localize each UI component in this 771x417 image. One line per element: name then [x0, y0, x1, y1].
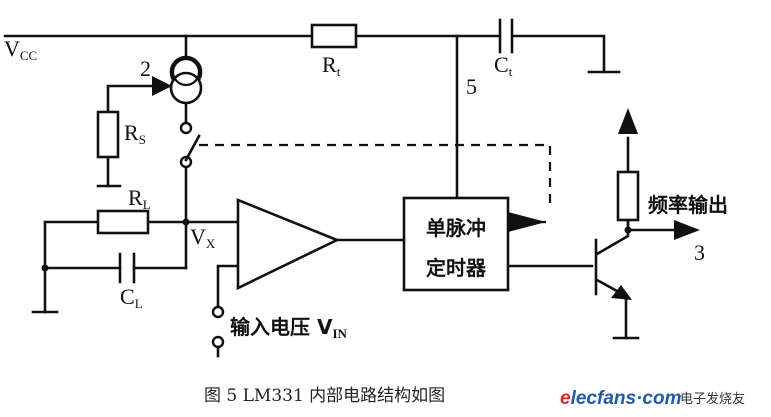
figure-caption: 图 5 LM331 内部电路结构如图 — [204, 386, 445, 406]
label-rt: Rt — [322, 52, 341, 79]
svg-text:elecfans·com: elecfans·com — [560, 388, 682, 409]
label-cl: CL — [120, 284, 143, 311]
vin-terminal-bottom — [211, 335, 225, 349]
label-rs: RS — [124, 120, 146, 147]
comparator — [236, 198, 341, 291]
watermark-logo: elecfans·com 电子发烧友 — [560, 388, 745, 409]
label-pin5: 5 — [466, 74, 477, 99]
resistor-rs — [96, 110, 120, 159]
resistor-pullup — [616, 170, 640, 222]
pin2-arrow — [152, 76, 172, 96]
switch — [179, 121, 201, 169]
label-freq-out: 频率输出 — [648, 193, 728, 217]
label-one-shot-line1: 单脉冲 — [426, 216, 486, 240]
switch-control-dashed-line — [199, 143, 552, 210]
ct-ground-wire — [510, 34, 606, 74]
label-pin2: 2 — [140, 56, 151, 81]
transistor-collector — [595, 218, 630, 256]
junction-left — [41, 264, 49, 272]
junction-vx — [182, 218, 190, 226]
output-arrow — [674, 220, 700, 240]
current-source — [169, 55, 203, 105]
label-one-shot-line2: 定时器 — [426, 256, 487, 280]
one-shot-timer-block — [402, 196, 510, 292]
transistor-emitter-arrow — [611, 285, 632, 300]
resistor-rt — [310, 23, 358, 49]
label-ct: Ct — [494, 52, 513, 79]
label-rl: RL — [128, 185, 151, 212]
label-vx: VX — [190, 224, 216, 251]
output-wire — [626, 218, 684, 232]
vin-to-comparator-wire — [216, 264, 240, 308]
rs-top-wire — [106, 84, 168, 114]
rl-wire — [43, 220, 188, 270]
capacitor-ct-gap — [500, 20, 512, 52]
pullup-up-arrow — [618, 108, 638, 134]
junction-output — [624, 226, 632, 234]
resistor-rl — [96, 209, 150, 235]
vin-terminal-top — [211, 305, 225, 319]
label-input-voltage: 输入电压 VIN — [230, 315, 348, 341]
label-vcc: VCC — [4, 36, 37, 63]
label-pin3: 3 — [694, 240, 705, 265]
svg-text:电子发烧友: 电子发烧友 — [680, 391, 745, 407]
